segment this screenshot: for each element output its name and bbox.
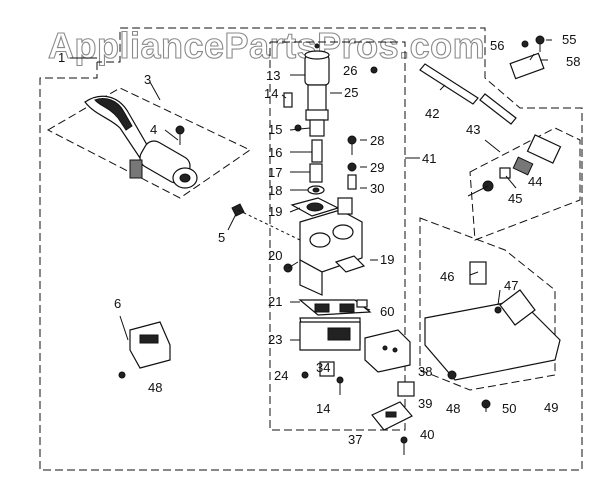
watermark: AppliancePartsPros.com: [48, 25, 485, 66]
callout-37: 37: [348, 432, 362, 447]
orifice-5: [231, 203, 301, 241]
callout-40: 40: [420, 427, 434, 442]
outer-boundary: [39, 27, 583, 471]
callout-29: 29: [370, 160, 384, 175]
callout-23: 23: [268, 332, 282, 347]
callout-14-top: 14: [264, 86, 278, 101]
callout-47: 47: [504, 278, 518, 293]
callout-60: 60: [380, 304, 394, 319]
tube-42: [419, 63, 517, 125]
callout-18: 18: [268, 183, 282, 198]
bracket-49: [424, 261, 561, 412]
callout-30: 30: [370, 181, 384, 196]
callout-44: 44: [528, 174, 542, 189]
callout-14-bottom: 14: [316, 401, 330, 416]
callout-3: 3: [144, 72, 151, 87]
parts-55-58: [509, 35, 545, 80]
valve-assembly-box: [269, 41, 406, 431]
callout-38: 38: [418, 364, 432, 379]
igniter-box: [469, 127, 581, 241]
callout-17: 17: [268, 165, 282, 180]
callout-13: 13: [266, 68, 280, 83]
callout-45: 45: [508, 191, 522, 206]
callout-48-right: 48: [446, 401, 460, 416]
callout-55: 55: [562, 32, 576, 47]
callout-56: 56: [490, 38, 504, 53]
leader-lines: [281, 39, 552, 341]
screws-column: [283, 66, 408, 455]
screw-4: [175, 125, 185, 145]
callout-26: 26: [343, 63, 357, 78]
callout-34: 34: [316, 360, 330, 375]
callout-19-left: 19: [268, 204, 282, 219]
bracket-box: [419, 217, 556, 391]
burner-part: [84, 95, 198, 189]
bracket-6: [118, 315, 171, 379]
callout-4: 4: [150, 122, 157, 137]
callout-24: 24: [274, 368, 288, 383]
callout-21: 21: [268, 294, 282, 309]
callout-5: 5: [218, 230, 225, 245]
callout-16: 16: [268, 145, 282, 160]
callout-20: 20: [268, 248, 282, 263]
callout-48-left: 48: [148, 380, 162, 395]
igniter-43: [467, 134, 562, 197]
callout-1: 1: [58, 50, 65, 65]
callout-25: 25: [344, 85, 358, 100]
callout-28: 28: [370, 133, 384, 148]
callout-39: 39: [418, 396, 432, 411]
callout-labels: 1 3 4 5 6 13 14 14 15 16 17 18 19 19 20 …: [58, 32, 580, 447]
callout-49: 49: [544, 400, 558, 415]
callout-19-right: 19: [380, 252, 394, 267]
callout-58: 58: [566, 54, 580, 69]
callout-50: 50: [502, 401, 516, 416]
valve-stack: [290, 43, 415, 431]
callout-43: 43: [466, 122, 480, 137]
callout-6: 6: [114, 296, 121, 311]
callout-15: 15: [268, 122, 282, 137]
callout-46: 46: [440, 269, 454, 284]
callout-41: 41: [422, 151, 436, 166]
callout-42: 42: [425, 106, 439, 121]
